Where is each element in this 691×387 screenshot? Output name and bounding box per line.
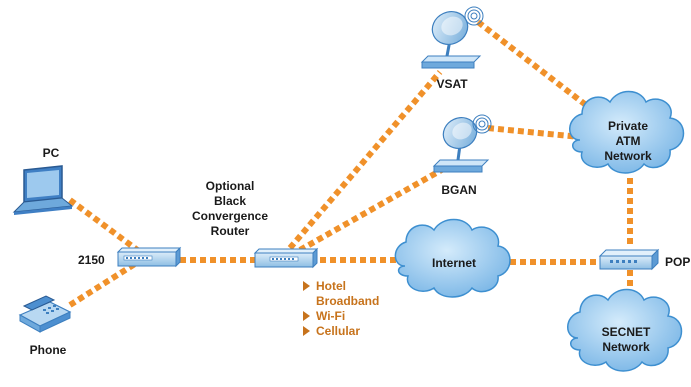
internet-label: Internet <box>432 256 476 270</box>
link-bgan-atm <box>487 125 581 140</box>
pop-node: POP <box>598 248 690 271</box>
network-appliance-icon <box>116 246 182 268</box>
access-options-list: Hotel Broadband Wi-Fi Cellular <box>303 279 379 338</box>
router-label-line-2: Black <box>214 194 246 208</box>
link-router-vsat <box>287 70 443 250</box>
cloud-icon <box>567 288 683 372</box>
router-node: Optional Black Convergence Router <box>192 179 319 269</box>
private-atm-label-line-2: ATM <box>615 134 640 148</box>
link-vsat-atm <box>476 19 597 115</box>
bullet-arrow-icon <box>303 326 310 336</box>
laptop-icon <box>12 165 74 215</box>
link-pc-2150 <box>68 197 142 255</box>
secnet-label-line-1: SECNET <box>602 325 651 339</box>
device-2150-label: 2150 <box>78 253 105 267</box>
network-appliance-icon <box>598 248 660 271</box>
cloud-icon <box>394 218 511 298</box>
pc-node: PC <box>12 146 74 215</box>
router-label-line-1: Optional <box>206 179 255 193</box>
links <box>68 19 633 308</box>
network-appliance-icon <box>253 247 319 269</box>
router-label-line-4: Router <box>211 224 250 238</box>
access-option-label: Wi-Fi <box>316 309 345 323</box>
access-option-label: Hotel <box>316 279 346 293</box>
access-option-label: Broadband <box>316 294 379 308</box>
satellite-dish-icon <box>420 6 484 69</box>
phone-label: Phone <box>30 343 67 357</box>
vsat-label: VSAT <box>436 77 468 91</box>
secnet-label-line-2: Network <box>602 340 650 354</box>
private-atm-label-line-1: Private <box>608 119 648 133</box>
pc-label: PC <box>43 146 60 160</box>
cloud-icon <box>569 90 685 174</box>
access-option-label: Cellular <box>316 324 360 338</box>
secnet-network-node: SECNET Network <box>567 288 683 372</box>
internet-node: Internet <box>394 218 511 298</box>
vsat-node: VSAT <box>420 6 484 91</box>
private-atm-network-node: Private ATM Network <box>569 90 685 174</box>
bullet-arrow-icon <box>303 311 310 321</box>
bgan-node: BGAN <box>432 114 492 197</box>
desk-phone-icon <box>18 295 72 333</box>
pop-label: POP <box>665 255 690 269</box>
bgan-label: BGAN <box>441 183 476 197</box>
device-2150-node: 2150 <box>78 246 182 268</box>
private-atm-label-line-3: Network <box>604 149 652 163</box>
link-router-bgan <box>298 165 447 253</box>
link-phone-2150 <box>68 259 140 308</box>
phone-node: Phone <box>18 295 72 357</box>
satellite-dish-icon <box>432 114 492 173</box>
router-label-line-3: Convergence <box>192 209 268 223</box>
bullet-arrow-icon <box>303 281 310 291</box>
